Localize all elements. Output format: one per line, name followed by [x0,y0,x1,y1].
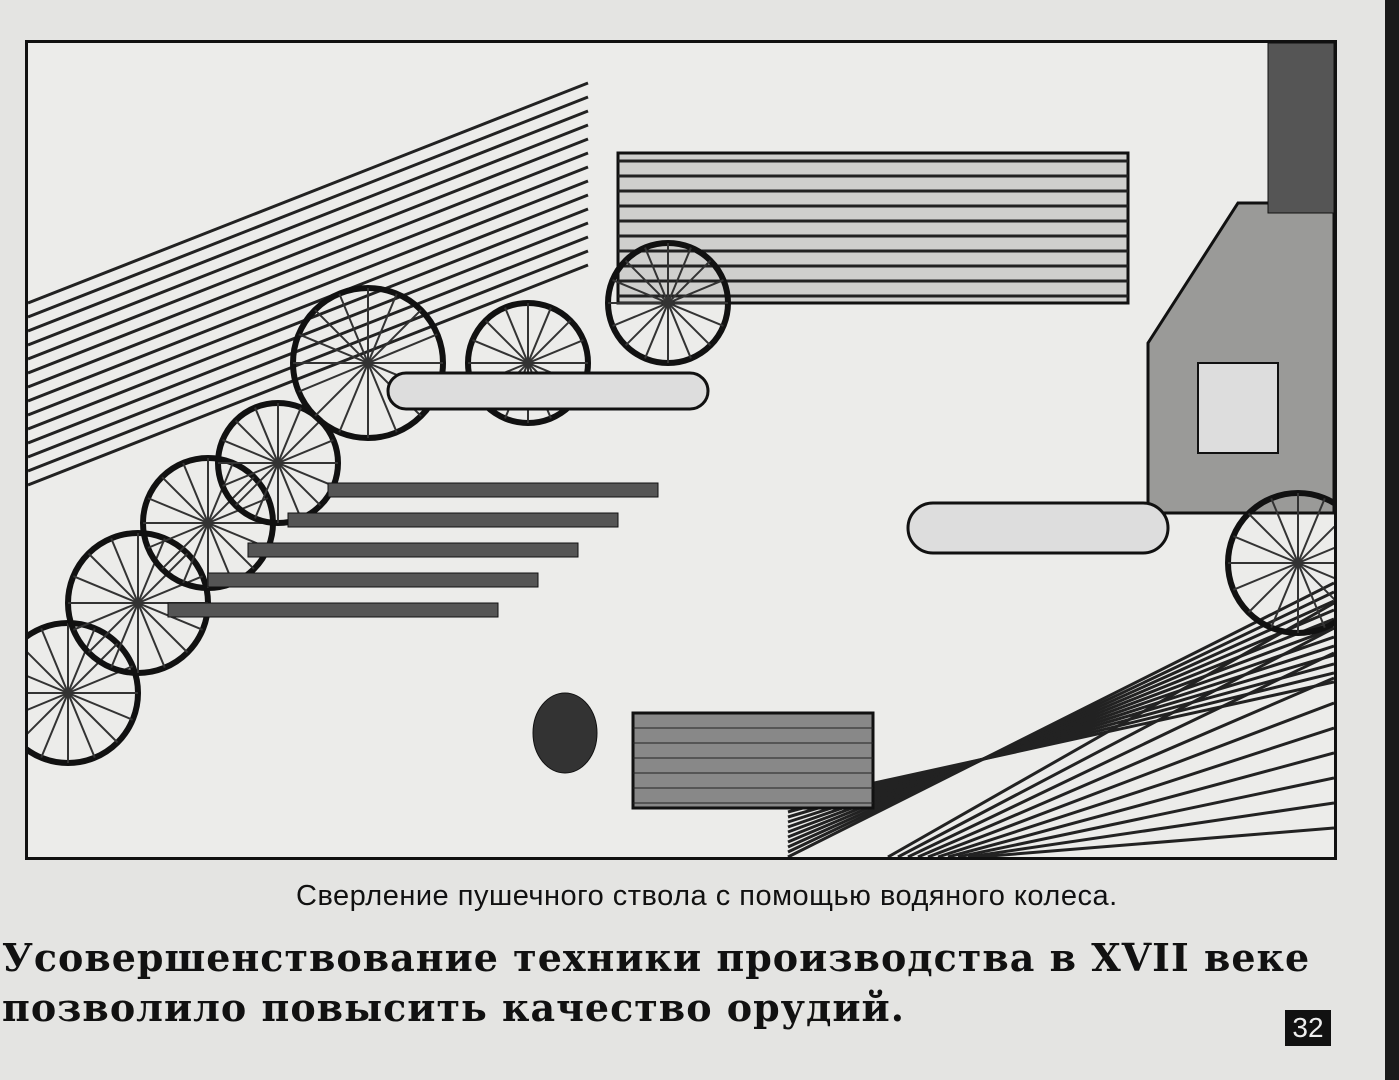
wheel-spoke [28,665,134,711]
log-wall-left [28,109,589,333]
log-wall-right [787,662,1334,814]
log [927,701,1334,857]
log-wall-right [787,608,1334,844]
film-edge [1385,0,1399,1080]
wheel-spoke [222,439,334,487]
log-wall-left [28,221,589,445]
log-wall-left [28,249,589,473]
drilling-bench [207,572,539,588]
log-wall-left [28,137,589,361]
log-wall-back [616,151,1130,305]
log [887,601,1334,857]
log [937,726,1334,857]
log-wall-right [787,653,1334,819]
drilling-bench [287,512,619,528]
log [897,626,1334,857]
log-wall-left [28,123,589,347]
log-wall-right [787,581,1334,857]
brick-furnace [631,711,875,810]
log-wall-right [787,599,1334,849]
log [967,801,1334,857]
wheel-spoke [612,279,724,327]
drilling-bench [167,602,499,618]
log-wall-left [28,235,589,459]
log-wall-right [787,680,1334,804]
brick-building [1146,201,1334,515]
wheel-spoke [1232,547,1334,591]
illustration [25,40,1337,860]
wheel-spoke [298,333,438,393]
log-wall-right [787,626,1334,834]
log [977,826,1334,857]
log [917,676,1334,857]
main-text-line-2: позволило повысить качество орудий. [2,985,905,1030]
chimney [1267,43,1334,214]
log [957,776,1334,857]
log-wall-left [28,151,589,375]
illustration-caption: Сверление пушечного ствола с помощью вод… [296,880,1118,912]
building-window [1197,362,1279,454]
log-wall-left [28,179,589,403]
log-wall-left [28,95,589,319]
wheel-spoke [147,497,269,549]
frame-number: 32 [1285,1010,1331,1046]
log-wall-left [28,193,589,417]
drilling-bench [247,542,579,558]
log [947,751,1334,857]
main-text-line-1: Усовершенствование техники производства … [2,935,1311,980]
log-wall-left [28,81,589,305]
cannon-barrel [906,501,1170,555]
illustration-drawing [28,43,1334,857]
log [907,651,1334,857]
log-wall-right [787,635,1334,829]
log-wall-left [28,263,589,487]
log-wall-left [28,165,589,389]
drilling-bench [327,482,659,498]
log-wall-right [787,590,1334,854]
drive-shaft [386,371,710,411]
bucket [532,692,598,774]
